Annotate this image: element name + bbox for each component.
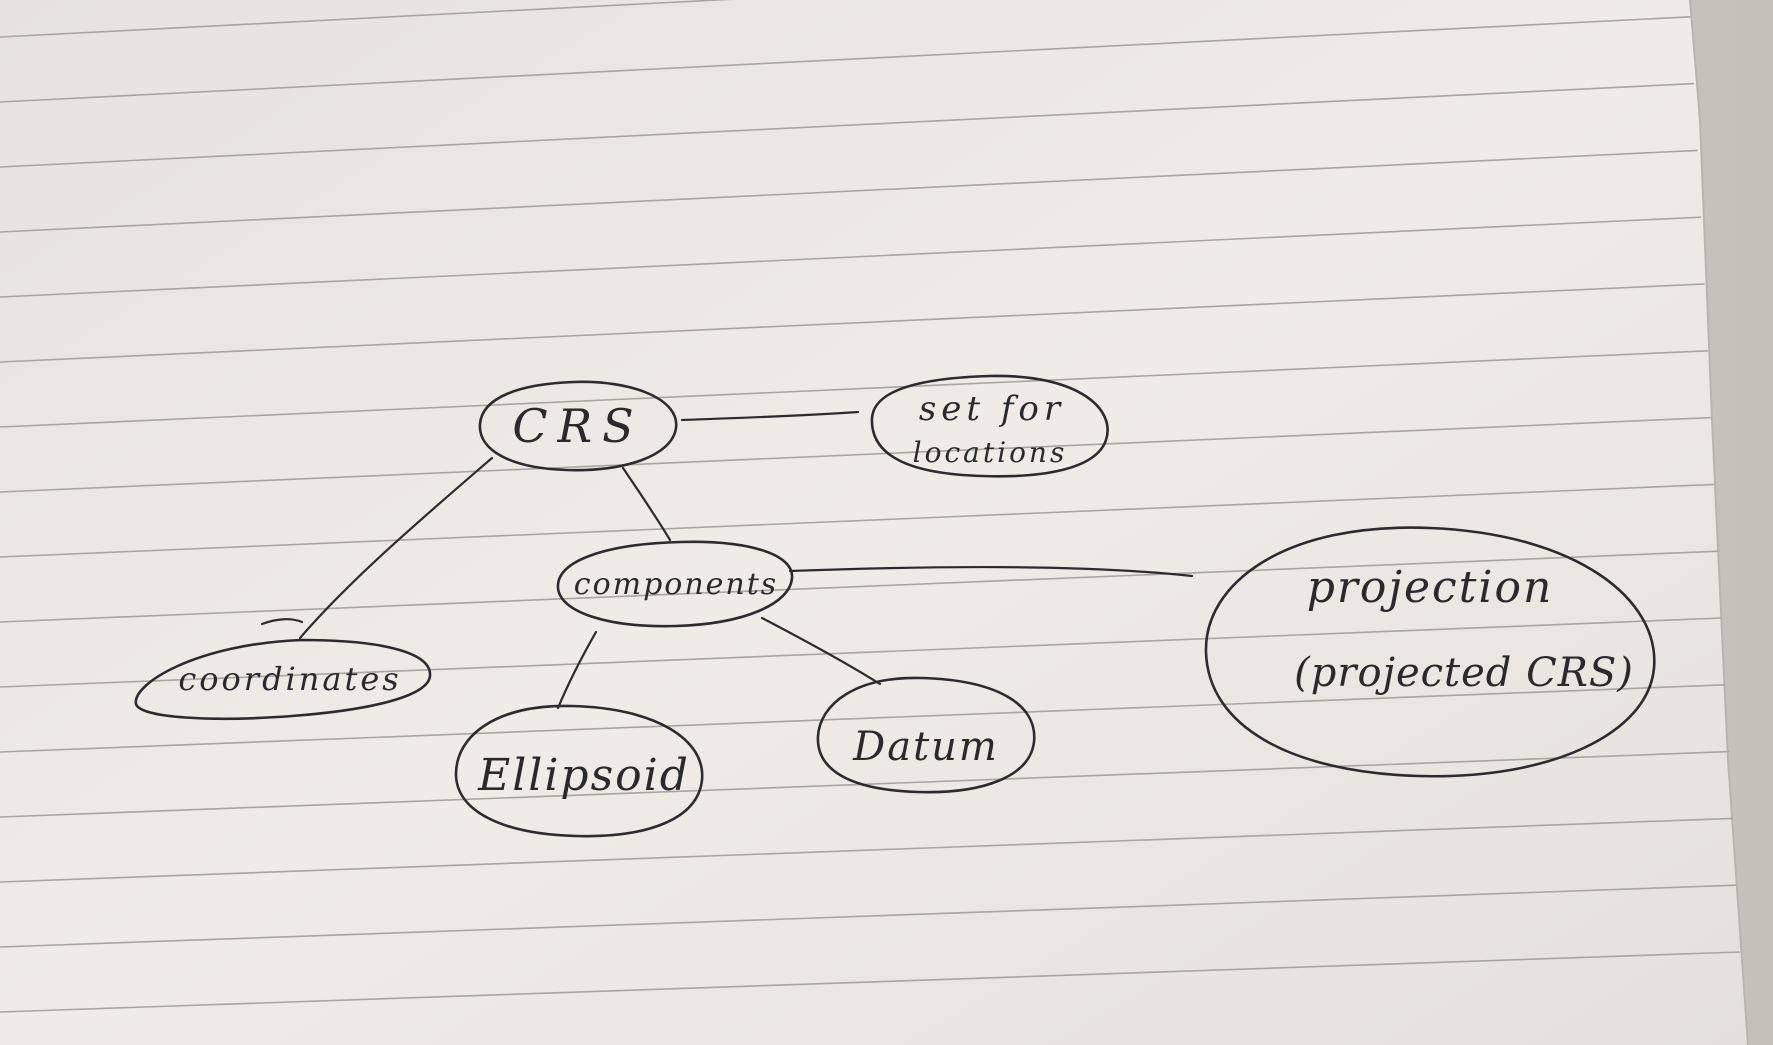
node-ellipsoid: Ellipsoid [454, 704, 704, 838]
node-crs: CRS [478, 380, 678, 472]
node-components-label: components [574, 567, 778, 602]
ruled-line [0, 884, 1737, 948]
node-projection-outline [1204, 526, 1656, 778]
node-components: components [556, 540, 794, 628]
node-coordinates-outline [134, 638, 432, 720]
node-set-for-locations-line1: set for [919, 389, 1065, 429]
node-set-for-locations: set for locations [870, 374, 1109, 478]
connector-crs-set-for-locations [680, 410, 860, 422]
node-ellipsoid-outline [454, 704, 704, 838]
ruled-lines [0, 0, 1740, 1013]
ruled-line [0, 684, 1726, 753]
ruled-line [0, 283, 1705, 363]
node-datum: Datum [816, 676, 1036, 794]
node-projection-line1: projection [1307, 562, 1554, 613]
node-ellipsoid-label: Ellipsoid [477, 750, 690, 801]
ruled-line [0, 951, 1740, 1013]
ruled-line [0, 82, 1695, 168]
ruled-line [0, 216, 1702, 298]
coordinates-stroke-mark [260, 618, 304, 626]
ruled-line [0, 817, 1733, 883]
ruled-line [0, 550, 1719, 623]
ruled-line [0, 416, 1712, 493]
ruled-line [0, 0, 733, 38]
connector-components-datum [760, 616, 882, 686]
node-datum-label: Datum [852, 724, 999, 770]
node-crs-outline [478, 380, 678, 472]
node-projection: projection (projected CRS) [1204, 526, 1656, 778]
connector-crs-coordinates [298, 456, 494, 640]
node-set-for-locations-outline [870, 374, 1109, 478]
node-coordinates-label: coordinates [178, 660, 401, 698]
node-set-for-locations-line2: locations [913, 436, 1068, 469]
node-projection-line2: (projected CRS) [1294, 650, 1634, 696]
ruled-line [0, 617, 1723, 688]
ruled-line [0, 16, 1691, 103]
node-components-outline [556, 540, 794, 628]
connector-components-ellipsoid [556, 630, 598, 710]
node-datum-outline [816, 676, 1036, 794]
connector-crs-components [621, 466, 672, 542]
connectors [260, 410, 1194, 710]
connector-components-projection [788, 565, 1194, 578]
node-crs-label: CRS [512, 399, 643, 453]
node-coordinates: coordinates [134, 638, 432, 720]
ruled-line [0, 350, 1709, 428]
ruled-line [0, 149, 1698, 233]
paper-edge [1689, 0, 1749, 1045]
ruled-line [0, 483, 1716, 558]
